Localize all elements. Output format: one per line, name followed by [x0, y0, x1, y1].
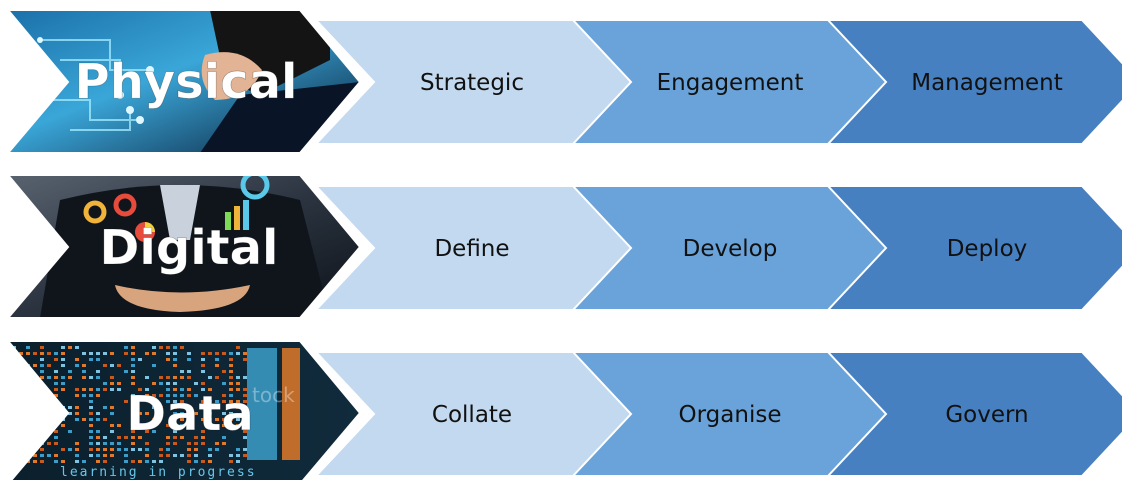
data-step-1-label: Collate — [432, 402, 512, 428]
data-step-2: Organise — [570, 351, 890, 477]
physical-step-2-label: Engagement — [657, 70, 804, 96]
digital-step-2-label: Develop — [683, 236, 778, 262]
digital-chevron — [5, 174, 362, 319]
physical-step-3: Management — [825, 19, 1122, 145]
businessman-icons-image — [8, 175, 360, 318]
digital-label: Digital — [100, 220, 279, 276]
row-physical: Physical Strategic Engagement Management — [5, 9, 1122, 154]
digital-step-1: Define — [313, 185, 635, 311]
row-digital: Digital Define Develop Deploy — [5, 174, 1122, 319]
digital-step-3-label: Deploy — [947, 236, 1028, 262]
physical-chevron — [5, 9, 362, 154]
row-data: tock learning in progress Data Collate O… — [5, 340, 1122, 480]
data-image-watermark: tock — [252, 383, 295, 407]
physical-step-2: Engagement — [570, 19, 890, 145]
data-step-3: Govern — [825, 351, 1122, 477]
data-image-caption: learning in progress — [60, 465, 257, 480]
physical-label: Physical — [75, 54, 298, 110]
data-label: Data — [126, 386, 254, 442]
digital-step-3: Deploy — [825, 185, 1122, 311]
digital-step-1-label: Define — [434, 236, 509, 262]
data-step-3-shape — [825, 351, 1122, 477]
data-chevron — [5, 340, 362, 480]
data-step-2-label: Organise — [679, 402, 782, 428]
digital-step-3-shape — [825, 185, 1122, 311]
data-step-3-label: Govern — [945, 402, 1028, 428]
physical-step-1: Strategic — [313, 19, 635, 145]
data-step-1: Collate — [313, 351, 635, 477]
physical-step-3-label: Management — [911, 70, 1063, 96]
physical-step-1-label: Strategic — [420, 70, 524, 96]
physical-step-3-shape — [825, 19, 1122, 145]
